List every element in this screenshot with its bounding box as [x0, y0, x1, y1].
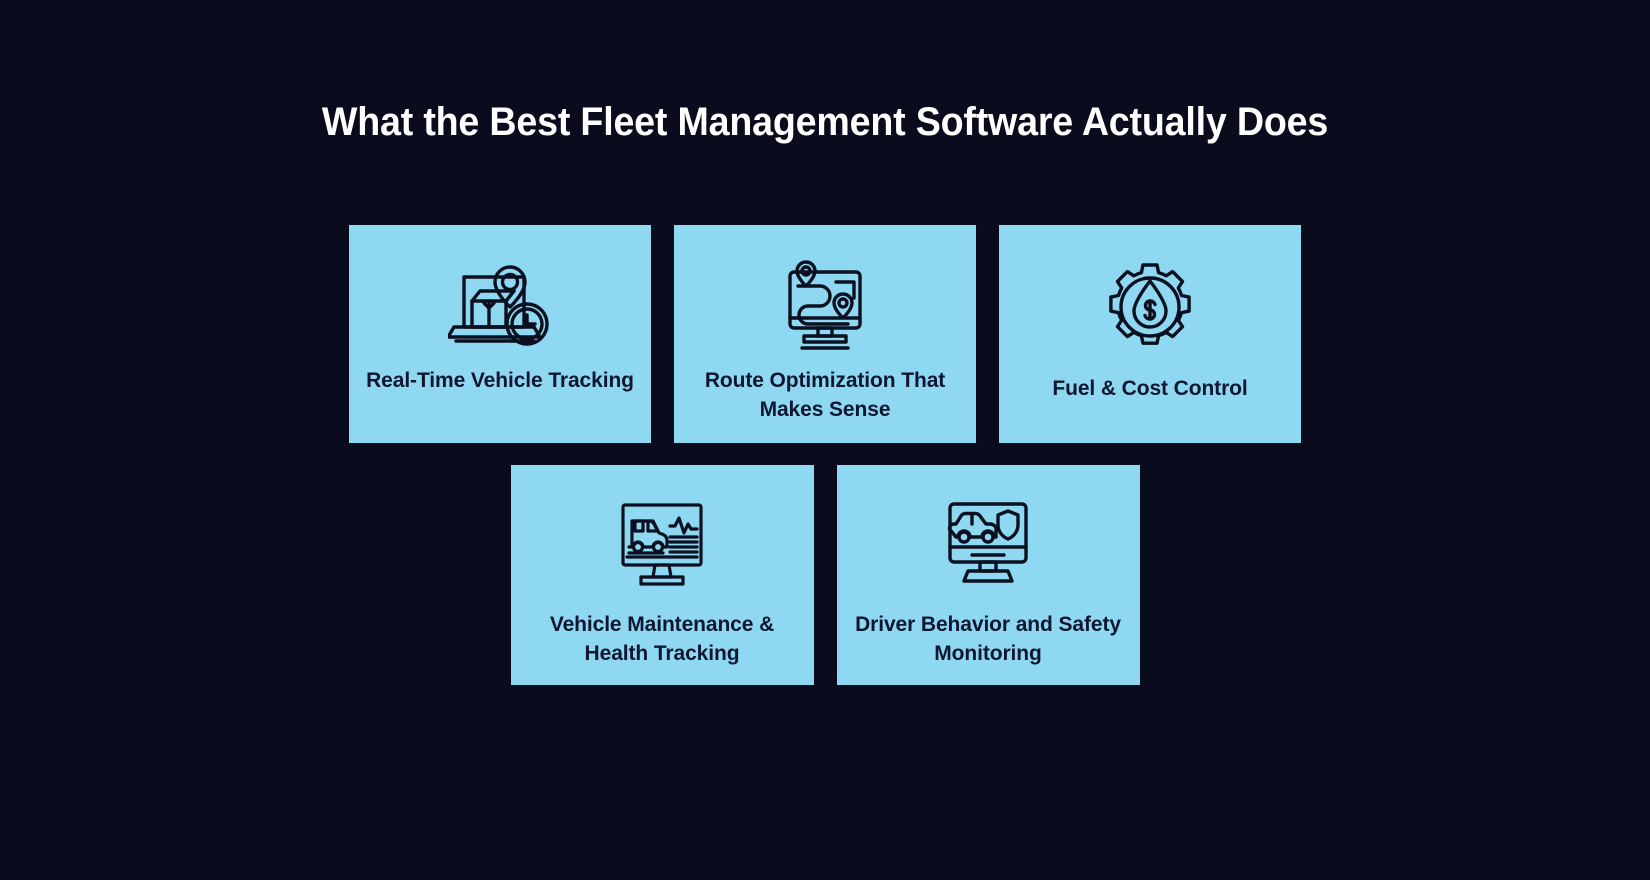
feature-card-route-optimization[interactable]: Route Optimization That Makes Sense	[674, 225, 976, 443]
page-title: What the Best Fleet Management Software …	[321, 100, 1329, 144]
feature-card-label: Driver Behavior and Safety Monitoring	[855, 613, 1121, 665]
card-row-top: Real-Time Vehicle Tracking	[0, 225, 1650, 443]
monitor-car-shield-icon	[942, 499, 1034, 589]
gear-fuel-droplet-dollar-icon	[1105, 259, 1195, 355]
feature-card-label: Vehicle Maintenance & Health Tracking	[549, 613, 775, 665]
feature-card-label: Route Optimization That Makes Sense	[704, 369, 946, 421]
feature-card-fuel-cost-control[interactable]: Fuel & Cost Control	[999, 225, 1301, 443]
card-grid: Real-Time Vehicle Tracking	[0, 225, 1650, 685]
laptop-package-location-clock-icon	[448, 259, 552, 355]
monitor-vehicle-pulse-icon	[615, 499, 709, 589]
monitor-route-pins-icon	[780, 259, 870, 355]
card-row-bottom: Vehicle Maintenance & Health Tracking	[0, 465, 1650, 685]
feature-card-vehicle-maintenance[interactable]: Vehicle Maintenance & Health Tracking	[510, 465, 814, 685]
feature-card-real-time-vehicle-tracking[interactable]: Real-Time Vehicle Tracking	[349, 225, 651, 443]
feature-card-label: Real-Time Vehicle Tracking	[366, 369, 634, 392]
feature-card-label: Fuel & Cost Control	[1052, 377, 1248, 400]
feature-card-driver-behavior[interactable]: Driver Behavior and Safety Monitoring	[836, 465, 1140, 685]
